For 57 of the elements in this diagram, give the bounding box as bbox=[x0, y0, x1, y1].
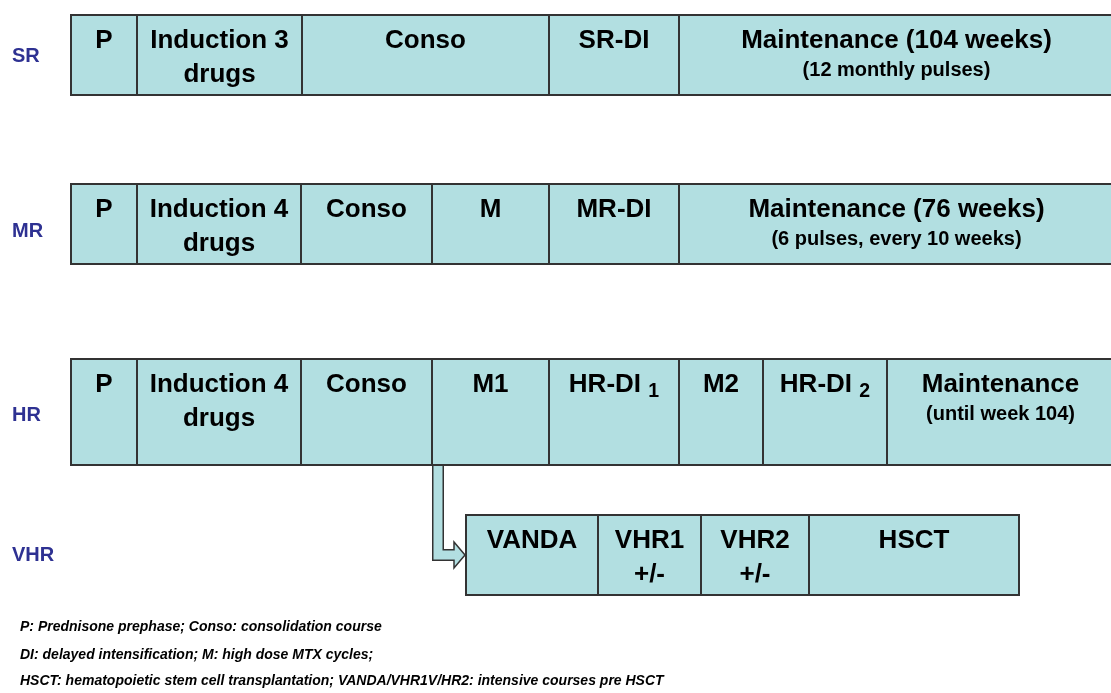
footnote: P: Prednisone prephase; Conso: consolidation course bbox=[20, 617, 382, 635]
phase-cell bbox=[136, 358, 302, 466]
phase-label: (until week 104) bbox=[926, 401, 1075, 426]
risk-group-label: SR bbox=[12, 43, 40, 68]
phase-label: (12 monthly pulses) bbox=[802, 57, 991, 82]
phase-label: VHR2 +/- bbox=[719, 523, 791, 590]
phase-cell bbox=[70, 183, 138, 265]
phase-label: VANDA bbox=[486, 523, 578, 556]
phase-label: HSCT bbox=[878, 523, 950, 556]
footnote: DI: delayed intensification; M: high dose MTX cycles; bbox=[20, 645, 374, 663]
phase-cell bbox=[300, 358, 433, 466]
phase-cell bbox=[548, 358, 680, 466]
risk-group-label: HR bbox=[12, 402, 41, 427]
phase-cell bbox=[431, 358, 550, 466]
phase-cell bbox=[70, 14, 138, 96]
phase-cell bbox=[300, 183, 433, 265]
block-arrow bbox=[432, 465, 466, 569]
phase-label: SR-DI bbox=[578, 23, 650, 56]
phase-cell bbox=[136, 183, 302, 265]
footnote: HSCT: hematopoietic stem cell transplantation; VANDA/VHR1V/HR2: intensive courses pre HSCT bbox=[20, 671, 664, 689]
phase-label: Induction 4 drugs bbox=[149, 192, 289, 259]
phase-label: Maintenance bbox=[921, 367, 1080, 400]
phase-label: M1 bbox=[472, 367, 509, 400]
phase-label: P bbox=[95, 23, 113, 56]
phase-cell bbox=[548, 14, 680, 96]
phase-cell bbox=[301, 14, 550, 96]
phase-cell bbox=[678, 358, 764, 466]
phase-cell bbox=[136, 14, 303, 96]
phase-label: Conso bbox=[385, 23, 466, 56]
phase-cell bbox=[762, 358, 888, 466]
phase-label: Maintenance (76 weeks) bbox=[748, 192, 1045, 225]
phase-cell bbox=[700, 514, 810, 596]
phase-cell bbox=[70, 358, 138, 466]
phase-label: HR-DI $_{1}$ bbox=[568, 367, 660, 400]
phase-cell bbox=[465, 514, 599, 596]
phase-cell bbox=[808, 514, 1020, 596]
phase-cell bbox=[678, 14, 1111, 96]
phase-label: (6 pulses, every 10 weeks) bbox=[771, 226, 1022, 251]
phase-cell bbox=[886, 358, 1111, 466]
risk-group-label: MR bbox=[12, 218, 44, 243]
phase-label: Conso bbox=[326, 192, 407, 225]
phase-label: Induction 4 drugs bbox=[149, 367, 289, 434]
phase-label: Induction 3 drugs bbox=[149, 23, 290, 90]
phase-label: P bbox=[95, 367, 113, 400]
phase-cell bbox=[548, 183, 680, 265]
phase-label: VHR1 +/- bbox=[613, 523, 686, 590]
phase-cell bbox=[678, 183, 1111, 265]
phase-label: MR-DI bbox=[576, 192, 652, 225]
phase-cell bbox=[431, 183, 550, 265]
phase-label: M bbox=[479, 192, 502, 225]
phase-label: P bbox=[95, 192, 113, 225]
phase-cell bbox=[597, 514, 702, 596]
phase-label: Conso bbox=[326, 367, 407, 400]
risk-group-label: VHR bbox=[12, 542, 55, 567]
phase-label: M2 bbox=[702, 367, 740, 400]
phase-label: HR-DI $_{2}$ bbox=[779, 367, 871, 400]
phase-label: Maintenance (104 weeks) bbox=[741, 23, 1052, 56]
